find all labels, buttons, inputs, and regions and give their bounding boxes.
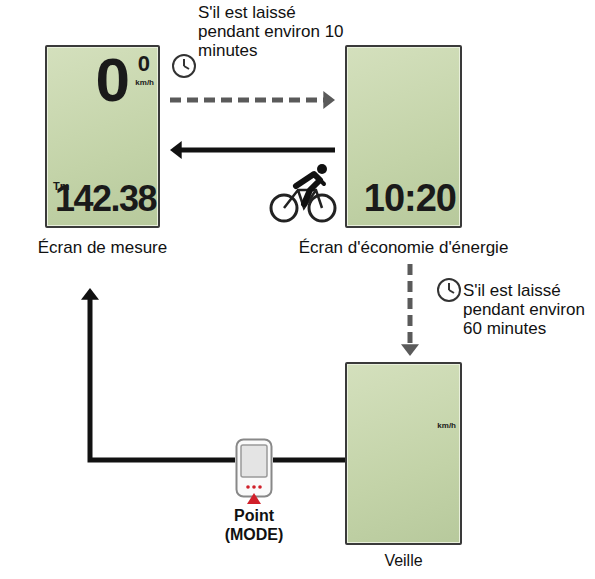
screen-caption: Écran d'économie d'énergie bbox=[299, 238, 509, 258]
arrowhead bbox=[401, 344, 419, 356]
edge-label: S'il est laissé pendant environ 60 minut… bbox=[463, 281, 591, 338]
lcd-digit: 0 bbox=[96, 49, 130, 111]
lcd-unit: km/h bbox=[135, 79, 154, 87]
lcd-screen: Écran de mesure00km/hTm142.38 bbox=[45, 45, 160, 228]
screen-caption: Écran de mesure bbox=[18, 238, 188, 258]
connector-line bbox=[170, 98, 325, 103]
connector-line bbox=[90, 298, 235, 460]
clock-icon bbox=[173, 55, 195, 77]
lcd-digit: 0 bbox=[138, 53, 150, 75]
connector-line bbox=[273, 458, 345, 463]
arrowhead bbox=[323, 91, 335, 109]
arrowhead bbox=[81, 288, 99, 300]
device-drawing bbox=[235, 438, 273, 508]
cyclist-icon bbox=[271, 164, 335, 221]
solid-arrow bbox=[273, 460, 345, 461]
lcd-screen: Veillekm/h bbox=[345, 362, 462, 545]
arrowhead bbox=[170, 141, 182, 159]
edge-label: S'il est laissé pendant environ 10 minut… bbox=[198, 3, 348, 60]
connector-line bbox=[408, 264, 413, 346]
dashed-arrow bbox=[401, 264, 419, 356]
lcd-unit: km/h bbox=[437, 422, 456, 430]
lcd-screen: Écran d'économie d'énergie10:20 bbox=[345, 45, 462, 228]
solid-arrow bbox=[81, 288, 235, 460]
screen-caption: Veille bbox=[344, 551, 464, 570]
dashed-arrow bbox=[170, 91, 335, 109]
clock-icon bbox=[438, 279, 460, 301]
solid-arrow bbox=[170, 141, 335, 159]
lcd-digit: 142.38 bbox=[55, 181, 156, 217]
lcd-frame bbox=[345, 362, 462, 545]
device-body bbox=[235, 438, 273, 498]
device-button: Point (MODE) bbox=[235, 438, 273, 498]
connector-line bbox=[180, 148, 335, 153]
lcd-clock: 10:20 bbox=[364, 179, 456, 217]
button-label: Point (MODE) bbox=[219, 506, 289, 544]
